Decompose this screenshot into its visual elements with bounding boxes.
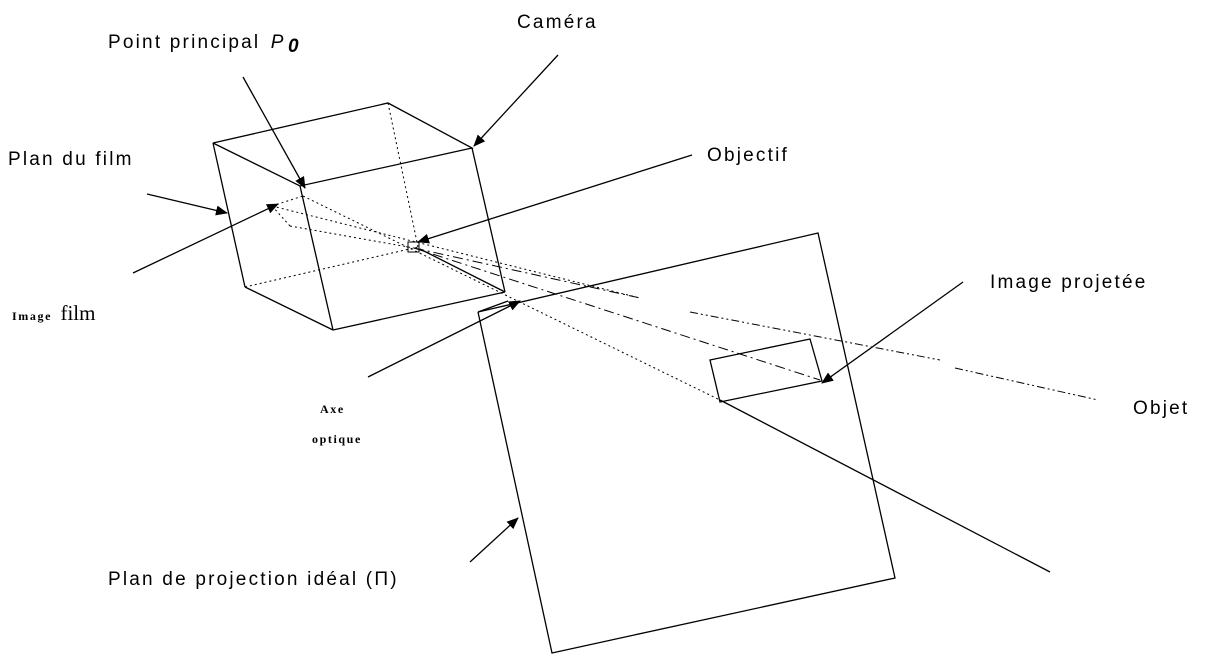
label-lens: Objectif	[707, 145, 789, 166]
projected-image-rect	[709, 338, 823, 403]
camera-cube	[212, 102, 506, 331]
arrow-camera	[473, 54, 559, 147]
label-camera: Caméra	[517, 12, 598, 33]
label-image-film: Image film	[12, 301, 95, 325]
label-object: Objet	[1133, 398, 1189, 419]
ideal-projection-plane	[477, 232, 1051, 654]
label-projected-image: Image projetée	[990, 272, 1148, 293]
arrow-image-film	[132, 203, 279, 274]
arrow-optical-axis	[367, 300, 521, 378]
film-image-outline	[271, 195, 304, 227]
label-film-plane: Plan du film	[8, 149, 134, 170]
arrow-ideal-plane	[469, 517, 519, 563]
arrow-principal-point	[242, 76, 306, 189]
arrow-projected-image	[821, 281, 964, 384]
label-arrows	[132, 54, 964, 563]
label-ideal-projection-plane: Plan de projection idéal (Π)	[108, 569, 399, 590]
projection-rays	[271, 195, 1099, 401]
label-principal-point: Point principal P 0	[108, 32, 299, 57]
label-optical-axis-2: optique	[312, 432, 362, 446]
label-optical-axis-1: Axe	[320, 402, 345, 416]
arrow-film-plane	[146, 193, 228, 216]
arrow-lens	[417, 154, 693, 244]
